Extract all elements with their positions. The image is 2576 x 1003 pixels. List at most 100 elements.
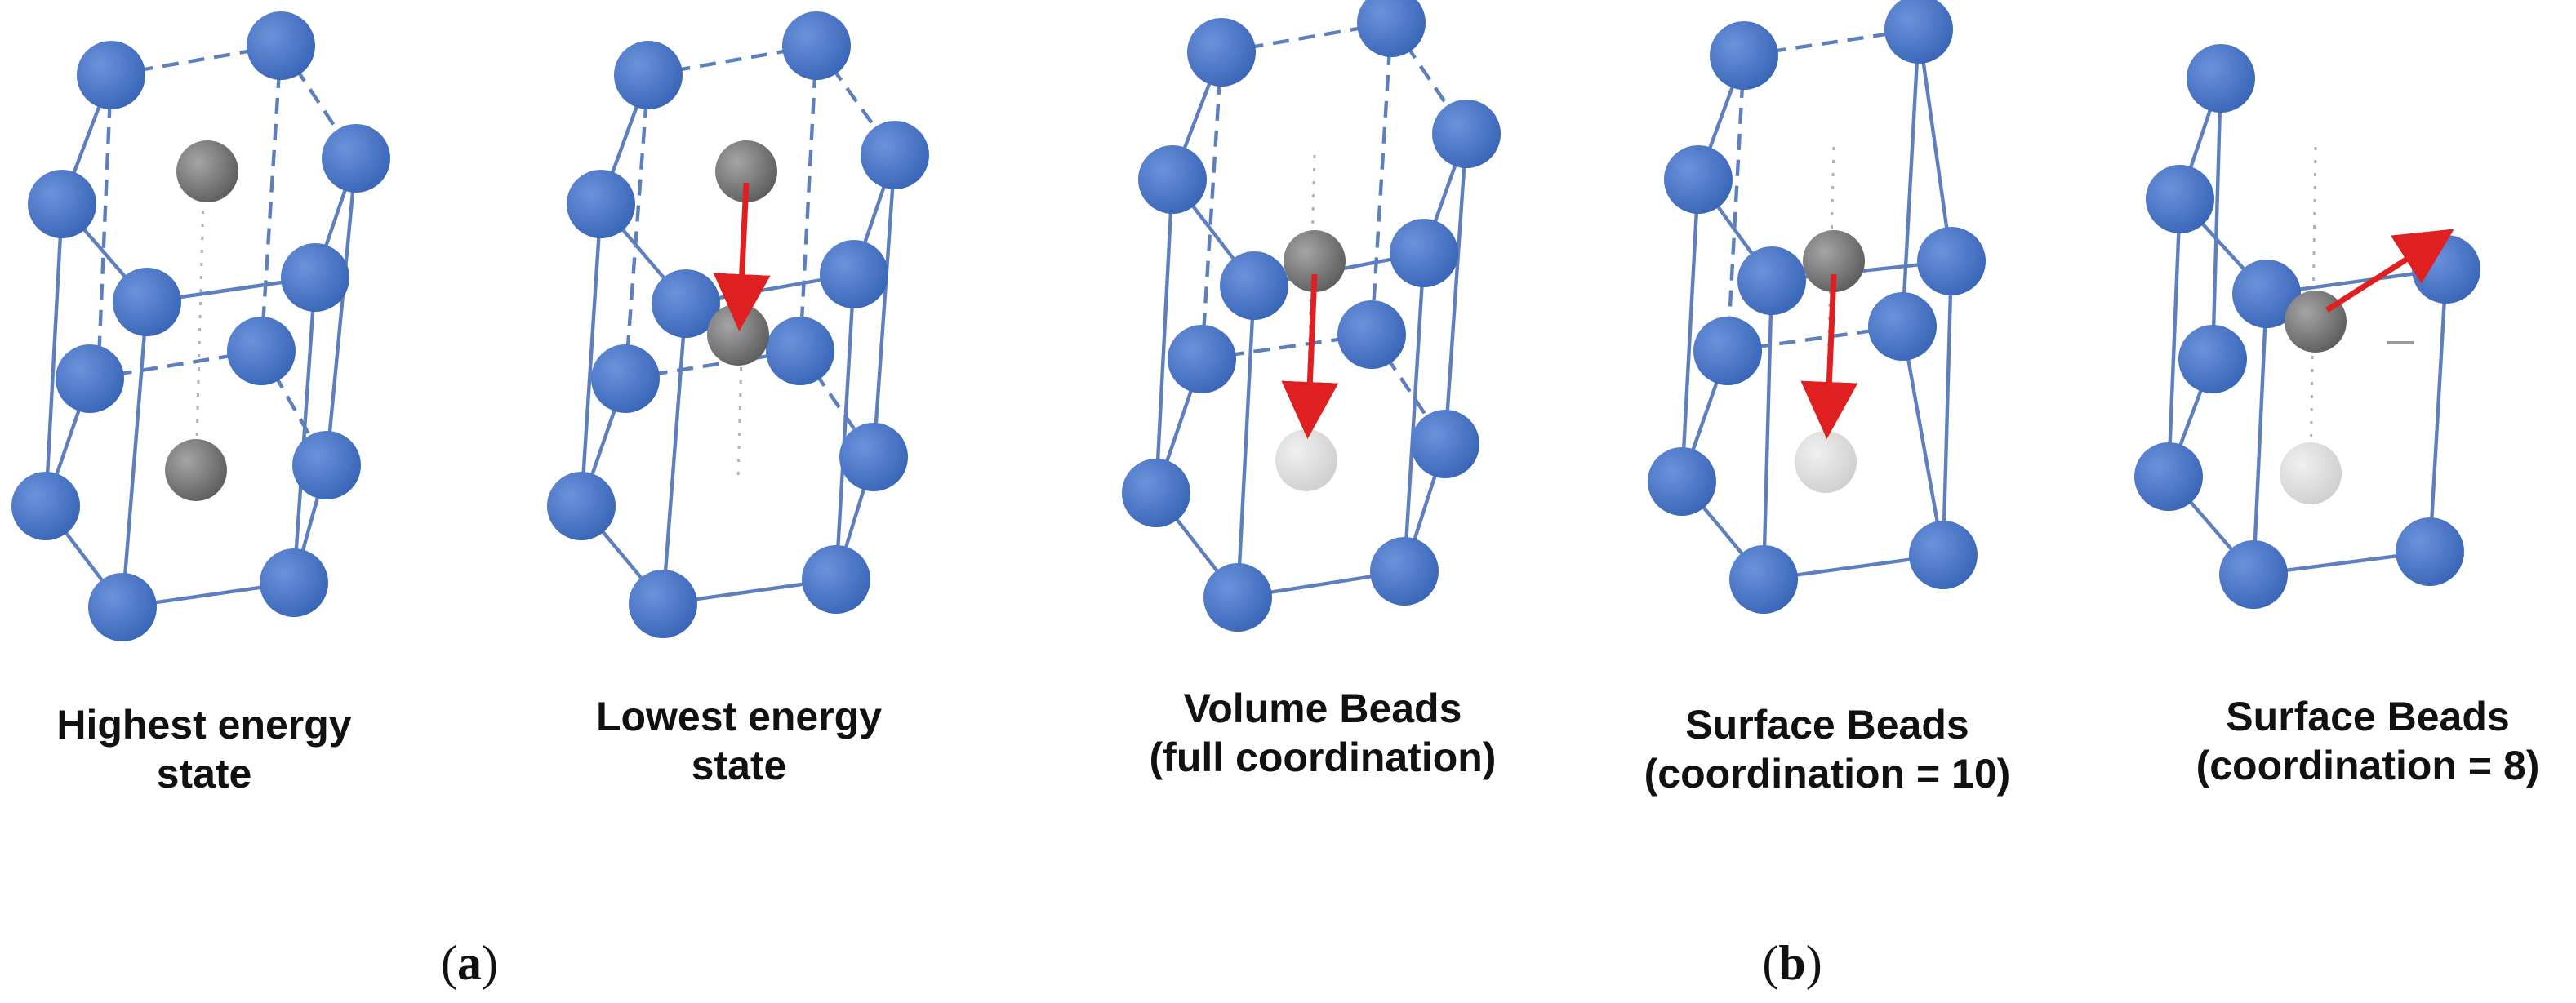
blue-atom-icon: [1390, 219, 1458, 287]
lattice-edge: [1235, 285, 1257, 598]
blue-atom-icon: [1411, 410, 1479, 478]
blue-atom-icon: [56, 344, 124, 413]
structure-surface-beads-8: [2134, 44, 2480, 609]
caption-line: (full coordination): [1150, 734, 1497, 780]
caption-line: (coordination = 10): [1644, 751, 2011, 797]
gray-atom-icon: [1284, 230, 1346, 292]
blue-atom-icon: [88, 573, 157, 641]
panel-label-b: (b): [1762, 936, 1822, 990]
blue-atom-icon: [2134, 442, 2203, 511]
blue-atom-icon: [1909, 521, 1978, 589]
blue-atom-icon: [629, 570, 697, 638]
blue-atom-icon: [247, 11, 315, 80]
caption-line: Volume Beads: [1184, 686, 1462, 731]
lattice-edge: [324, 158, 358, 466]
lattice-edge: [1443, 133, 1469, 445]
center-axis: [2309, 146, 2317, 474]
caption-line: state: [692, 743, 787, 788]
blue-atom-icon: [292, 431, 361, 499]
blue-atom-icon: [1884, 0, 1953, 64]
structure-volume-beads: [1122, 0, 1501, 632]
blue-atom-icon: [2412, 235, 2480, 304]
blue-atom-icon: [113, 268, 181, 336]
blue-atom-icon: [1337, 300, 1406, 369]
lattice-edge: [871, 154, 897, 458]
lattice-edge: [661, 303, 688, 605]
blue-atom-icon: [1737, 246, 1806, 315]
lattice-edge: [2251, 293, 2269, 575]
caption-highest-energy: Highest energy state: [56, 702, 351, 797]
red-arrow-icon: [713, 182, 771, 331]
structure-lowest-energy: [547, 11, 929, 638]
blue-atom-icon: [782, 11, 851, 80]
blue-atom-icon: [1357, 0, 1426, 57]
blue-atom-icon: [1138, 145, 1207, 214]
gray-atom-icon: [2285, 291, 2347, 353]
caption-surface-beads-10: Surface Beads (coordination = 10): [1644, 702, 2011, 797]
blue-atom-icon: [281, 243, 349, 312]
blue-atom-icon: [1168, 325, 1236, 393]
lattice-edge: [1369, 22, 1394, 335]
lattice-edge: [1725, 55, 1746, 352]
blue-atom-icon: [1664, 145, 1733, 214]
lattice-edge: [120, 301, 149, 608]
lattice-edge: [96, 74, 113, 379]
blue-atom-icon: [1187, 18, 1256, 87]
blue-atom-icon: [802, 545, 870, 614]
blue-atom-icon: [1220, 251, 1288, 320]
blue-atom-icon: [227, 317, 296, 385]
lattice-edge: [1941, 260, 1954, 556]
structure-highest-energy: [11, 11, 390, 641]
caption-line: Surface Beads: [1685, 702, 1969, 748]
blue-atom-icon: [547, 472, 616, 540]
center-axis: [194, 171, 206, 471]
lattice-edge: [2427, 269, 2449, 553]
lattice-edge: [1402, 252, 1426, 572]
lattice-structures: [11, 0, 2480, 641]
lattice-edge: [579, 203, 603, 507]
caption-volume-beads: Volume Beads (full coordination): [1150, 686, 1497, 780]
blue-atom-icon: [591, 344, 660, 413]
blue-atom-icon: [260, 548, 328, 617]
gray-atom-icon: [1803, 230, 1865, 292]
gray-atom-icon: [715, 140, 777, 202]
blue-atom-icon: [11, 472, 80, 540]
lattice-edge: [623, 74, 651, 379]
lattice-edge: [1900, 29, 1921, 327]
panel-label-a: (a): [441, 936, 498, 990]
blue-atom-icon: [1203, 563, 1272, 632]
lattice-edge: [798, 45, 819, 352]
blue-atom-icon: [2178, 325, 2247, 393]
lattice-edge: [1154, 179, 1175, 494]
caption-line: Lowest energy: [596, 694, 882, 739]
ghost-atom-icon: [1275, 429, 1337, 491]
caption-line: state: [157, 751, 252, 797]
blue-atom-icon: [322, 124, 390, 193]
caption-line: (coordination = 8): [2196, 743, 2540, 788]
structure-surface-beads-10: [1648, 0, 1986, 614]
lattice-edge: [259, 45, 283, 352]
blue-atom-icon: [2232, 260, 2301, 328]
blue-atom-icon: [1868, 292, 1937, 361]
blue-atom-icon: [766, 317, 834, 385]
blue-atom-icon: [652, 269, 720, 338]
blue-atom-icon: [1648, 447, 1716, 516]
lattice-edge: [1900, 326, 1946, 556]
blue-atom-icon: [839, 423, 908, 491]
blue-atom-icon: [2187, 44, 2255, 113]
lattice-edge: [1680, 179, 1701, 482]
blue-atom-icon: [2219, 540, 2288, 609]
caption-line: Surface Beads: [2226, 694, 2509, 739]
blue-atom-icon: [567, 170, 635, 238]
red-arrow-icon: [2325, 229, 2454, 313]
caption-lowest-energy: Lowest energy state: [596, 694, 882, 788]
blue-atom-icon: [820, 240, 888, 308]
red-arrow-icon: [1281, 273, 1339, 439]
ghost-atom-icon: [1795, 431, 1857, 493]
blue-atom-icon: [1710, 21, 1778, 90]
caption-surface-beads-8: Surface Beads (coordination = 8): [2196, 694, 2540, 788]
blue-atom-icon: [77, 41, 145, 109]
lattice-edge: [1916, 29, 1954, 262]
lattice-edge: [1761, 280, 1774, 580]
